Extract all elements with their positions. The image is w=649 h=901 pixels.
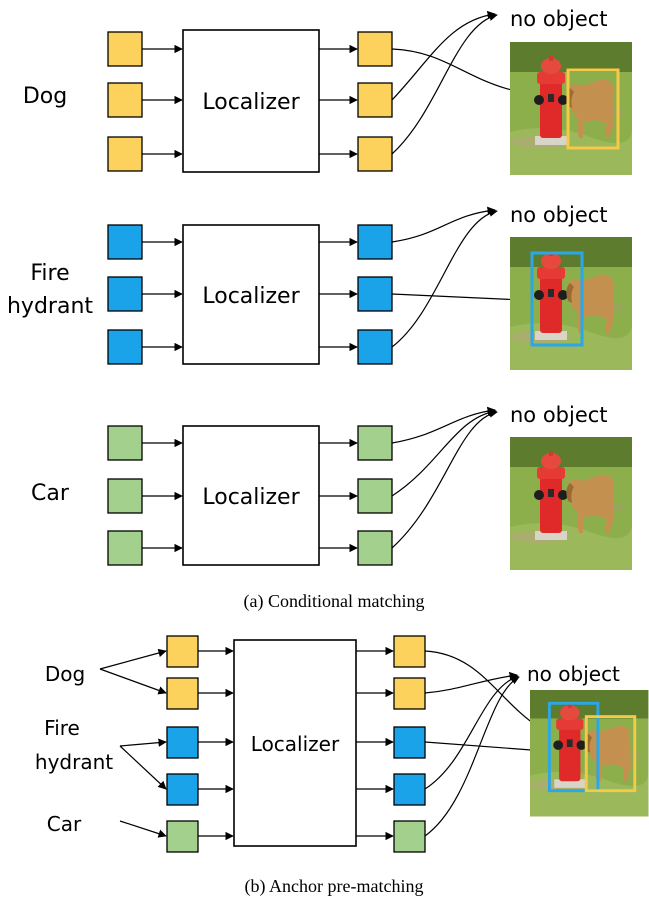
no-object-arrow xyxy=(391,408,497,497)
prediction-square xyxy=(357,276,393,312)
hydrant-bounding-box xyxy=(547,701,600,793)
no-object-arrow xyxy=(391,208,498,348)
query-square xyxy=(107,82,143,118)
fire-hydrant-and-dog-photo xyxy=(510,42,632,175)
prediction-square xyxy=(393,635,426,668)
no-object-arrow xyxy=(391,409,498,549)
query-square xyxy=(107,224,143,260)
query-square xyxy=(107,425,143,461)
query-square xyxy=(107,31,143,67)
label-hydrant-line1: Fire xyxy=(44,716,80,740)
query-square xyxy=(166,726,199,759)
no-object-arrow xyxy=(424,671,518,694)
panel-b-anchor-pre-matching: Dog Fire hydrant Car Localizer xyxy=(35,635,649,853)
row-label: Dog xyxy=(23,84,67,109)
no-object-arrow xyxy=(424,674,519,790)
localizer-box xyxy=(233,639,357,847)
label-arrow xyxy=(99,648,167,670)
prediction-square xyxy=(357,530,393,566)
query-square xyxy=(166,773,199,806)
prediction-square xyxy=(357,31,393,67)
prediction-square xyxy=(357,136,393,172)
fire-hydrant-and-dog-photo xyxy=(510,237,632,370)
prediction-square xyxy=(357,329,393,365)
query-square xyxy=(107,530,143,566)
prediction-square xyxy=(393,820,426,853)
label-dog: Dog xyxy=(45,662,85,686)
label-arrow xyxy=(119,745,167,790)
prediction-square xyxy=(393,677,426,710)
no-object-label: no object xyxy=(527,662,620,686)
localizer-label: Localizer xyxy=(202,485,300,510)
row-label: Car xyxy=(31,481,70,506)
panel-a-row-dog: Dog Localizer no object xyxy=(23,7,632,175)
prediction-square xyxy=(357,224,393,260)
caption-b: (b) Anchor pre-matching xyxy=(245,876,424,897)
no-object-arrow xyxy=(391,12,498,155)
query-square xyxy=(107,276,143,312)
query-square xyxy=(107,329,143,365)
prediction-square xyxy=(393,726,426,759)
fire-hydrant-and-dog-photo xyxy=(530,690,649,817)
localizer-box xyxy=(182,224,320,365)
hydrant-bounding-box xyxy=(530,251,584,347)
dog-bounding-box xyxy=(566,68,620,150)
prediction-square xyxy=(393,773,426,806)
localizer-box xyxy=(182,425,320,566)
prediction-square xyxy=(357,82,393,118)
query-square xyxy=(166,677,199,710)
localizer-label: Localizer xyxy=(251,732,340,756)
panel-a-row-car: Car Localizer no object xyxy=(31,403,632,570)
caption-a: (a) Conditional matching xyxy=(244,591,425,612)
query-square xyxy=(166,635,199,668)
localizer-box xyxy=(182,29,320,173)
query-square xyxy=(166,820,199,853)
no-object-arrow xyxy=(391,206,496,243)
panel-a-row-fire-hydrant: Fire hydrant Localizer no object xyxy=(7,203,632,370)
localizer-label: Localizer xyxy=(202,90,300,115)
row-label-line2: hydrant xyxy=(7,294,93,319)
no-object-label: no object xyxy=(510,203,608,227)
label-hydrant-line2: hydrant xyxy=(35,750,113,774)
row-label-line1: Fire xyxy=(30,261,69,286)
fire-hydrant-and-dog-photo xyxy=(510,437,632,570)
no-object-label: no object xyxy=(510,7,608,31)
dog-bounding-box xyxy=(584,715,637,793)
label-arrow xyxy=(119,738,167,747)
no-object-label: no object xyxy=(510,403,608,427)
label-car: Car xyxy=(47,812,82,836)
no-object-arrow xyxy=(424,676,520,837)
prediction-square xyxy=(357,478,393,514)
label-arrow xyxy=(99,668,167,695)
prediction-square xyxy=(357,425,393,461)
label-arrow xyxy=(119,820,167,838)
query-square xyxy=(107,478,143,514)
no-object-arrow xyxy=(391,10,496,101)
query-square xyxy=(107,136,143,172)
no-object-arrow xyxy=(391,406,496,444)
localizer-label: Localizer xyxy=(202,284,300,309)
